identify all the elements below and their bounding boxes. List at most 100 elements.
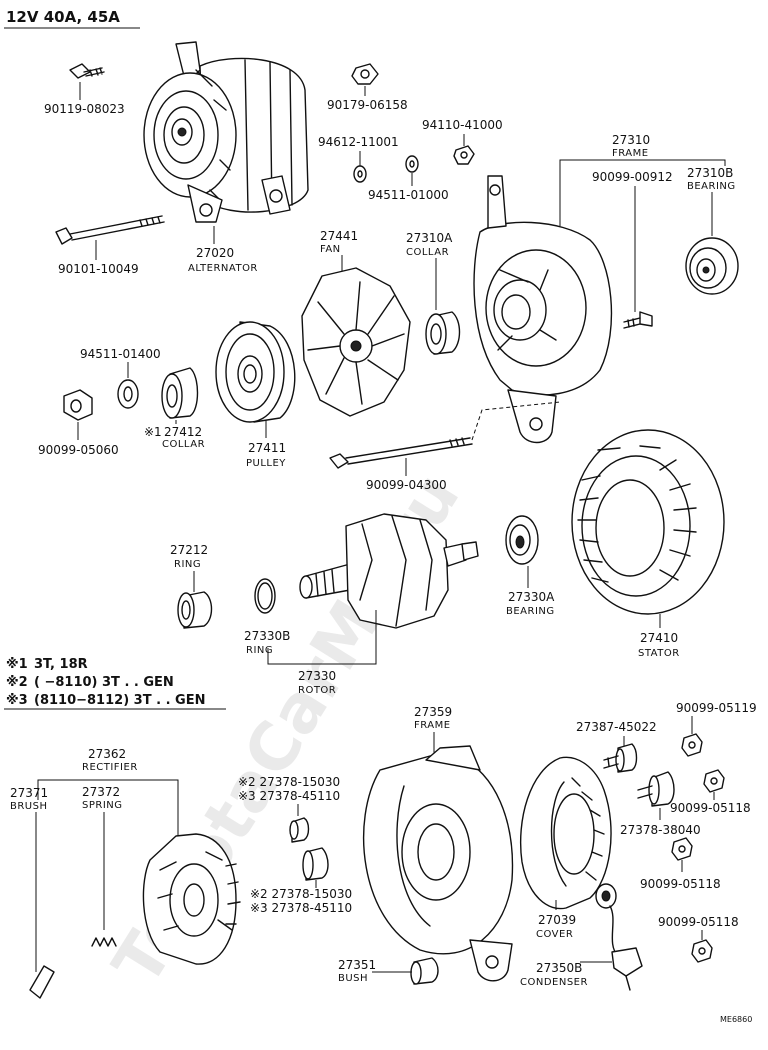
washer-94511-01000-drawing <box>405 155 419 173</box>
label-94612-11001: 94612-11001 <box>318 135 399 149</box>
rotor-27330-drawing <box>299 513 479 629</box>
label-27411: 27411 <box>248 441 286 455</box>
label-27330A-name: BEARING <box>506 606 555 617</box>
label-27371: 27371 <box>10 786 48 800</box>
label-27410-name: STATOR <box>638 648 680 659</box>
bearing-27310B-drawing <box>685 237 739 295</box>
note-3-text: (8110−8112) 3T . . GEN <box>34 693 205 708</box>
ring-27330B-drawing <box>254 578 276 614</box>
label-90099-05060: 90099-05060 <box>38 443 119 457</box>
label-27020: 27020 <box>196 246 234 260</box>
label-27441-name: FAN <box>320 244 341 255</box>
alternator-drawing <box>143 41 309 223</box>
brush-27371-drawing <box>29 965 55 999</box>
condenser-27350B-drawing <box>595 883 643 991</box>
label-94110-41000: 94110-41000 <box>422 118 503 132</box>
washer-hole <box>357 170 363 178</box>
label-27378-b-line1: ※2 27378-15030 <box>250 887 352 901</box>
label-27372-name: SPRING <box>82 800 123 811</box>
label-27310A: 27310A <box>406 231 453 245</box>
rear-frame-27359-drawing <box>362 745 514 982</box>
label-90101-10049: 90101-10049 <box>58 262 139 276</box>
label-90099-05119: 90099-05119 <box>676 701 757 715</box>
label-27371-name: BRUSH <box>10 801 48 812</box>
bearing-27330A-drawing <box>505 515 539 565</box>
stator-27410-drawing <box>571 429 725 615</box>
label-27020-name: ALTERNATOR <box>188 263 258 274</box>
label-27212: 27212 <box>170 543 208 557</box>
label-90099-05118-b: 90099-05118 <box>640 877 721 891</box>
ring-27330B-inner <box>257 582 273 610</box>
label-27362: 27362 <box>88 747 126 761</box>
label-90099-04300: 90099-04300 <box>366 478 447 492</box>
label-27351-name: BUSH <box>338 973 368 984</box>
label-27412-name: COLLAR <box>162 439 205 450</box>
washer-94612-11001-drawing <box>353 165 367 183</box>
label-27412-mark: ※1 <box>144 425 162 439</box>
leader-27330 <box>267 610 377 665</box>
leader-27310 <box>559 159 726 226</box>
label-27410: 27410 <box>640 631 678 645</box>
label-27387-45022: 27387-45022 <box>576 720 657 734</box>
drive-end-frame-27310-drawing <box>473 175 613 444</box>
bush-27351-drawing <box>410 957 439 985</box>
nut-90179-06158-drawing <box>351 63 379 85</box>
nut-90099-05060-drawing <box>63 389 93 421</box>
label-27039-name: COVER <box>536 929 573 940</box>
label-27350B: 27350B <box>536 961 582 975</box>
label-27330A: 27330A <box>508 590 555 604</box>
lock-washer-94511-01400-drawing <box>117 379 139 409</box>
note-1-text: 3T, 18R <box>34 657 88 672</box>
collar-27310A-drawing <box>425 311 461 355</box>
label-27310: 27310 <box>612 133 650 147</box>
cover-27039-drawing <box>519 756 612 910</box>
label-90099-05118-c: 90099-05118 <box>658 915 739 929</box>
label-27412: 27412 <box>164 425 202 439</box>
label-27362-name: RECTIFIER <box>82 762 138 773</box>
label-27330-name: ROTOR <box>298 685 336 696</box>
figure-code: ME6860 <box>720 1015 752 1024</box>
washer-hole <box>123 386 133 402</box>
ring-27212-drawing <box>177 591 213 629</box>
label-27310-name: FRAME <box>612 148 649 159</box>
label-27441: 27441 <box>320 229 358 243</box>
label-90179-06158: 90179-06158 <box>327 98 408 112</box>
label-27039: 27039 <box>538 913 576 927</box>
nut-90099-05118-a-drawing <box>703 769 725 793</box>
note-3-mark: ※3 <box>6 693 28 708</box>
label-27330: 27330 <box>298 669 336 683</box>
label-27378-a-line2: ※3 27378-45110 <box>238 789 340 803</box>
label-90119-08023: 90119-08023 <box>44 102 125 116</box>
label-90099-00912: 90099-00912 <box>592 170 673 184</box>
diagram-title: 12V 40A, 45A <box>6 8 120 26</box>
through-bolt-90101-10049-drawing <box>55 215 165 245</box>
label-94511-01000: 94511-01000 <box>368 188 449 202</box>
label-27310A-name: COLLAR <box>406 247 449 258</box>
washer-hole <box>409 160 415 168</box>
label-27310B-name: BEARING <box>687 181 736 192</box>
label-27330B: 27330B <box>244 629 290 643</box>
label-27330B-name: RING <box>246 645 273 656</box>
label-27310B: 27310B <box>687 166 733 180</box>
screw-90099-00912-drawing <box>623 311 653 329</box>
insulator-27378-a-drawing <box>289 817 310 843</box>
label-27378-a-line1: ※2 27378-15030 <box>238 775 340 789</box>
label-27359: 27359 <box>414 705 452 719</box>
through-bolt-90099-04300-drawing <box>329 437 473 469</box>
nut-90099-05119-drawing <box>681 733 703 757</box>
collar-27412-drawing <box>161 367 199 419</box>
label-27378-b-line2: ※3 27378-45110 <box>250 901 352 915</box>
label-27351: 27351 <box>338 958 376 972</box>
nut-90099-05118-b-drawing <box>671 837 693 861</box>
dashed-alignment-line <box>471 401 561 441</box>
terminal-bolt-27387-45022-drawing <box>603 743 638 773</box>
note-2-mark: ※2 <box>6 675 28 690</box>
label-90099-05118-a: 90099-05118 <box>670 801 751 815</box>
label-27411-name: PULLEY <box>246 458 286 469</box>
note-2-text: ( −8110) 3T . . GEN <box>34 675 174 690</box>
label-94511-01400: 94511-01400 <box>80 347 161 361</box>
label-27359-name: FRAME <box>414 720 451 731</box>
label-27378-38040: 27378-38040 <box>620 823 701 837</box>
